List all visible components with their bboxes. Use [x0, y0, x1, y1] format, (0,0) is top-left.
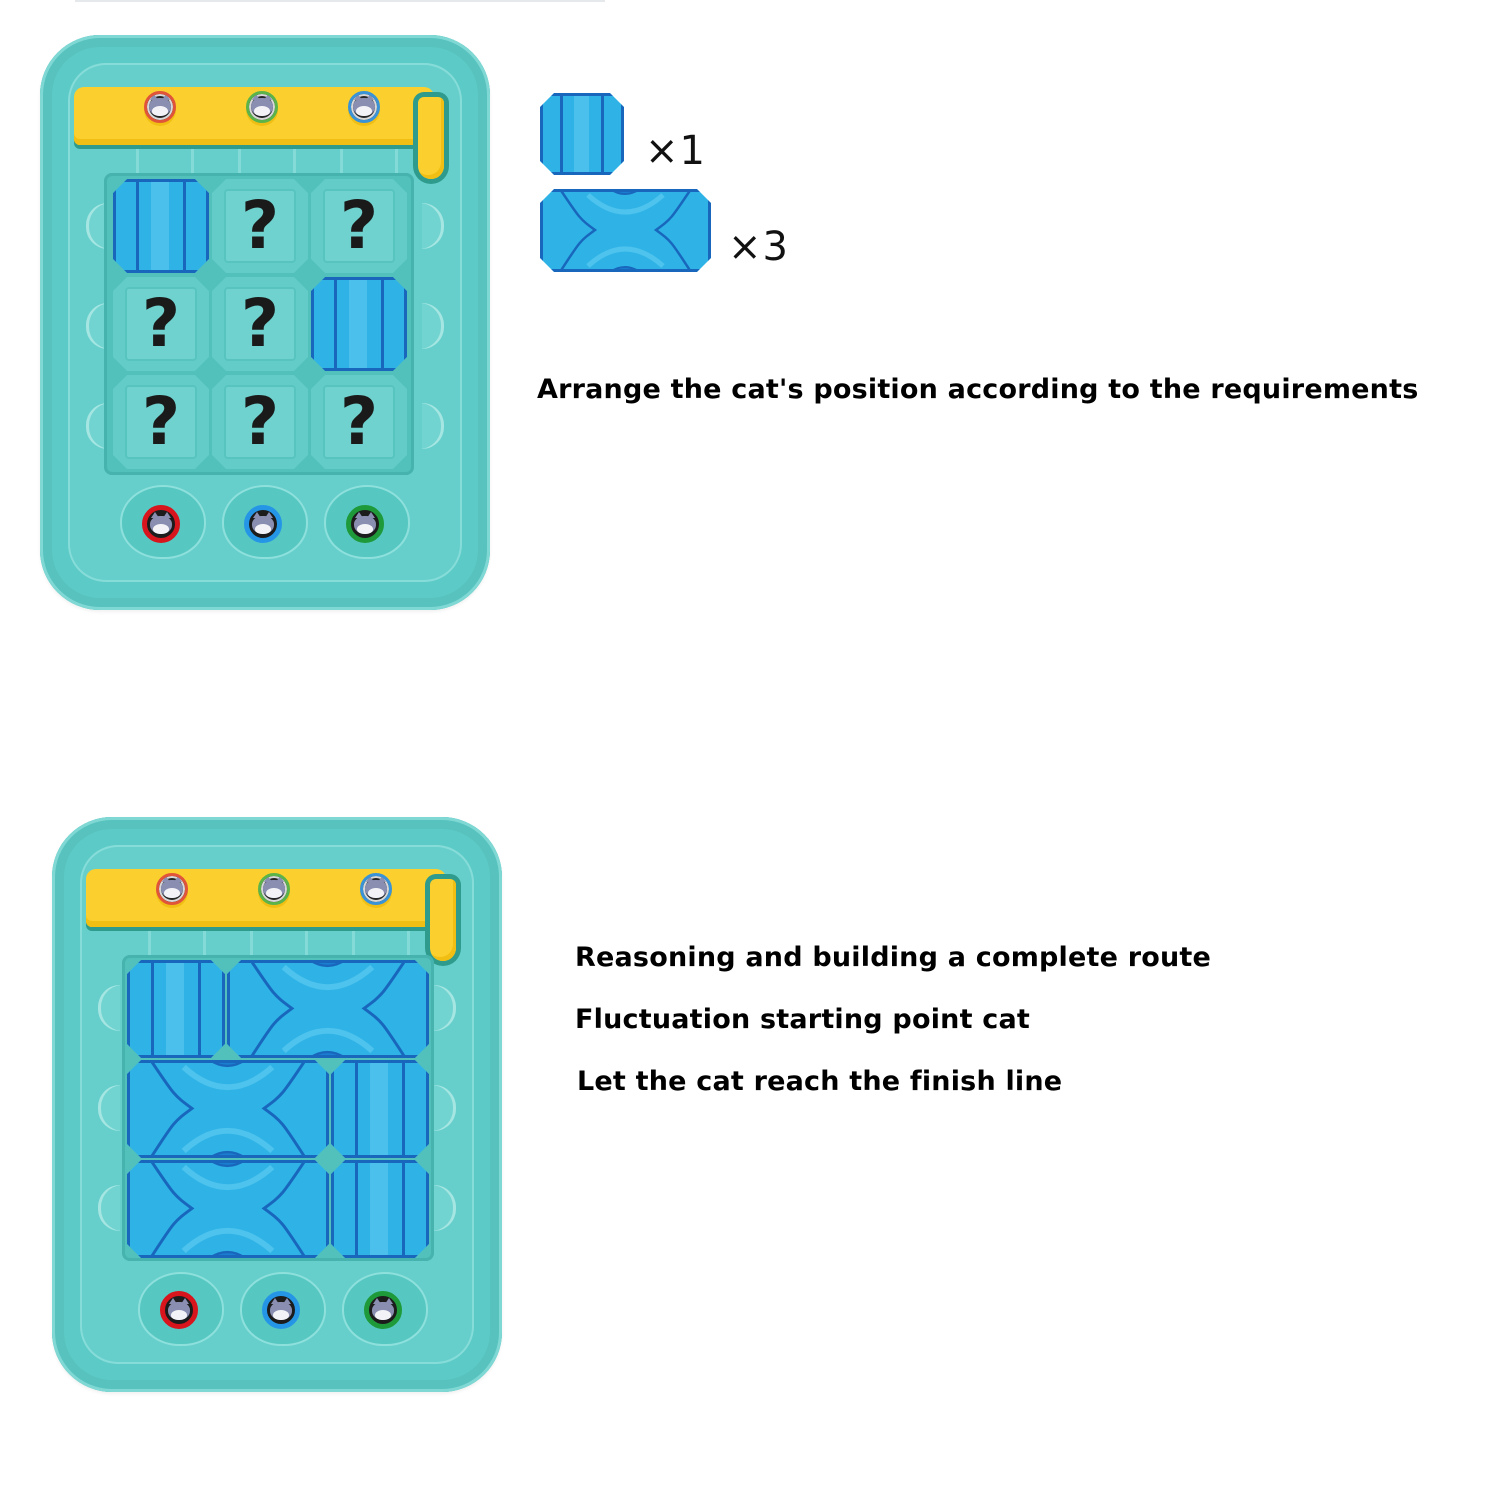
start-cat-red[interactable] [156, 873, 188, 905]
top-divider [75, 0, 605, 2]
legend-cross-tile [540, 189, 711, 272]
straight-tile[interactable] [127, 960, 225, 1058]
empty-cell[interactable]: ? [113, 277, 209, 371]
rail [148, 925, 206, 963]
cross-tile[interactable] [227, 960, 429, 1058]
cat-face-icon [150, 512, 172, 534]
empty-cell[interactable]: ? [212, 277, 308, 371]
rail [352, 925, 410, 963]
finish-cat-green[interactable] [346, 505, 384, 543]
start-cat-red[interactable] [144, 91, 176, 123]
side-knob [86, 203, 108, 249]
question-mark-icon: ? [323, 189, 395, 263]
question-mark-icon: ? [125, 287, 197, 361]
empty-cell[interactable]: ? [113, 375, 209, 469]
finish-cat-red[interactable] [160, 1291, 198, 1329]
straight-tile[interactable] [311, 277, 407, 371]
cat-face-icon [252, 512, 274, 534]
start-bar-lever[interactable] [418, 97, 444, 179]
side-knob [422, 203, 444, 249]
empty-cell[interactable]: ? [212, 375, 308, 469]
side-knob [434, 985, 456, 1031]
tile-grid: ? ? ? ? ? ? ? [104, 173, 414, 475]
solution-board [52, 817, 502, 1392]
cross-path-icon [127, 1160, 329, 1258]
side-knob [98, 1185, 120, 1231]
cat-face-icon [149, 94, 171, 116]
cross-tile-count: ×3 [728, 224, 789, 270]
side-knob [98, 1085, 120, 1131]
cat-face-icon [270, 1298, 292, 1320]
question-mark-icon: ? [323, 385, 395, 459]
start-cat-blue[interactable] [360, 873, 392, 905]
cat-face-icon [354, 512, 376, 534]
side-knob [434, 1185, 456, 1231]
instruction-text: Arrange the cat's position according to … [537, 374, 1419, 405]
start-bar-lever[interactable] [430, 879, 456, 961]
caption-reasoning: Reasoning and building a complete route [575, 942, 1212, 973]
question-mark-icon: ? [125, 385, 197, 459]
cat-face-icon [263, 876, 285, 898]
cross-path-icon [540, 189, 711, 272]
cat-face-icon [251, 94, 273, 116]
cat-face-icon [161, 876, 183, 898]
side-knob [98, 985, 120, 1031]
finish-cat-green[interactable] [364, 1291, 402, 1329]
side-knob [434, 1085, 456, 1131]
side-knob [86, 403, 108, 449]
straight-tile[interactable] [113, 179, 209, 273]
side-knob [422, 303, 444, 349]
cat-face-icon [372, 1298, 394, 1320]
side-knob [86, 303, 108, 349]
legend-straight-tile [540, 93, 624, 175]
straight-tile[interactable] [331, 1060, 429, 1158]
rail [136, 143, 194, 181]
cat-face-icon [353, 94, 375, 116]
caption-fluctuation: Fluctuation starting point cat [575, 1004, 1031, 1035]
puzzle-board: ? ? ? ? ? ? ? [40, 35, 490, 610]
question-mark-icon: ? [224, 287, 296, 361]
empty-cell[interactable]: ? [311, 179, 407, 273]
finish-well [138, 1272, 224, 1346]
empty-cell[interactable]: ? [311, 375, 407, 469]
question-mark-icon: ? [224, 385, 296, 459]
rail [340, 143, 398, 181]
start-cat-blue[interactable] [348, 91, 380, 123]
finish-cat-blue[interactable] [244, 505, 282, 543]
side-knob [422, 403, 444, 449]
caption-finish-line: Let the cat reach the finish line [577, 1066, 1063, 1097]
rail [250, 925, 308, 963]
finish-cat-red[interactable] [142, 505, 180, 543]
rail [238, 143, 296, 181]
straight-tile-count: ×1 [645, 128, 706, 174]
start-cat-green[interactable] [246, 91, 278, 123]
cat-face-icon [365, 876, 387, 898]
cross-tile[interactable] [127, 1060, 329, 1158]
question-mark-icon: ? [224, 189, 296, 263]
start-cat-green[interactable] [258, 873, 290, 905]
cross-path-icon [227, 960, 429, 1058]
cat-face-icon [168, 1298, 190, 1320]
finish-cat-blue[interactable] [262, 1291, 300, 1329]
empty-cell[interactable]: ? [212, 179, 308, 273]
tile-grid [122, 955, 434, 1261]
cross-path-icon [127, 1060, 329, 1158]
straight-tile[interactable] [331, 1160, 429, 1258]
cross-tile[interactable] [127, 1160, 329, 1258]
